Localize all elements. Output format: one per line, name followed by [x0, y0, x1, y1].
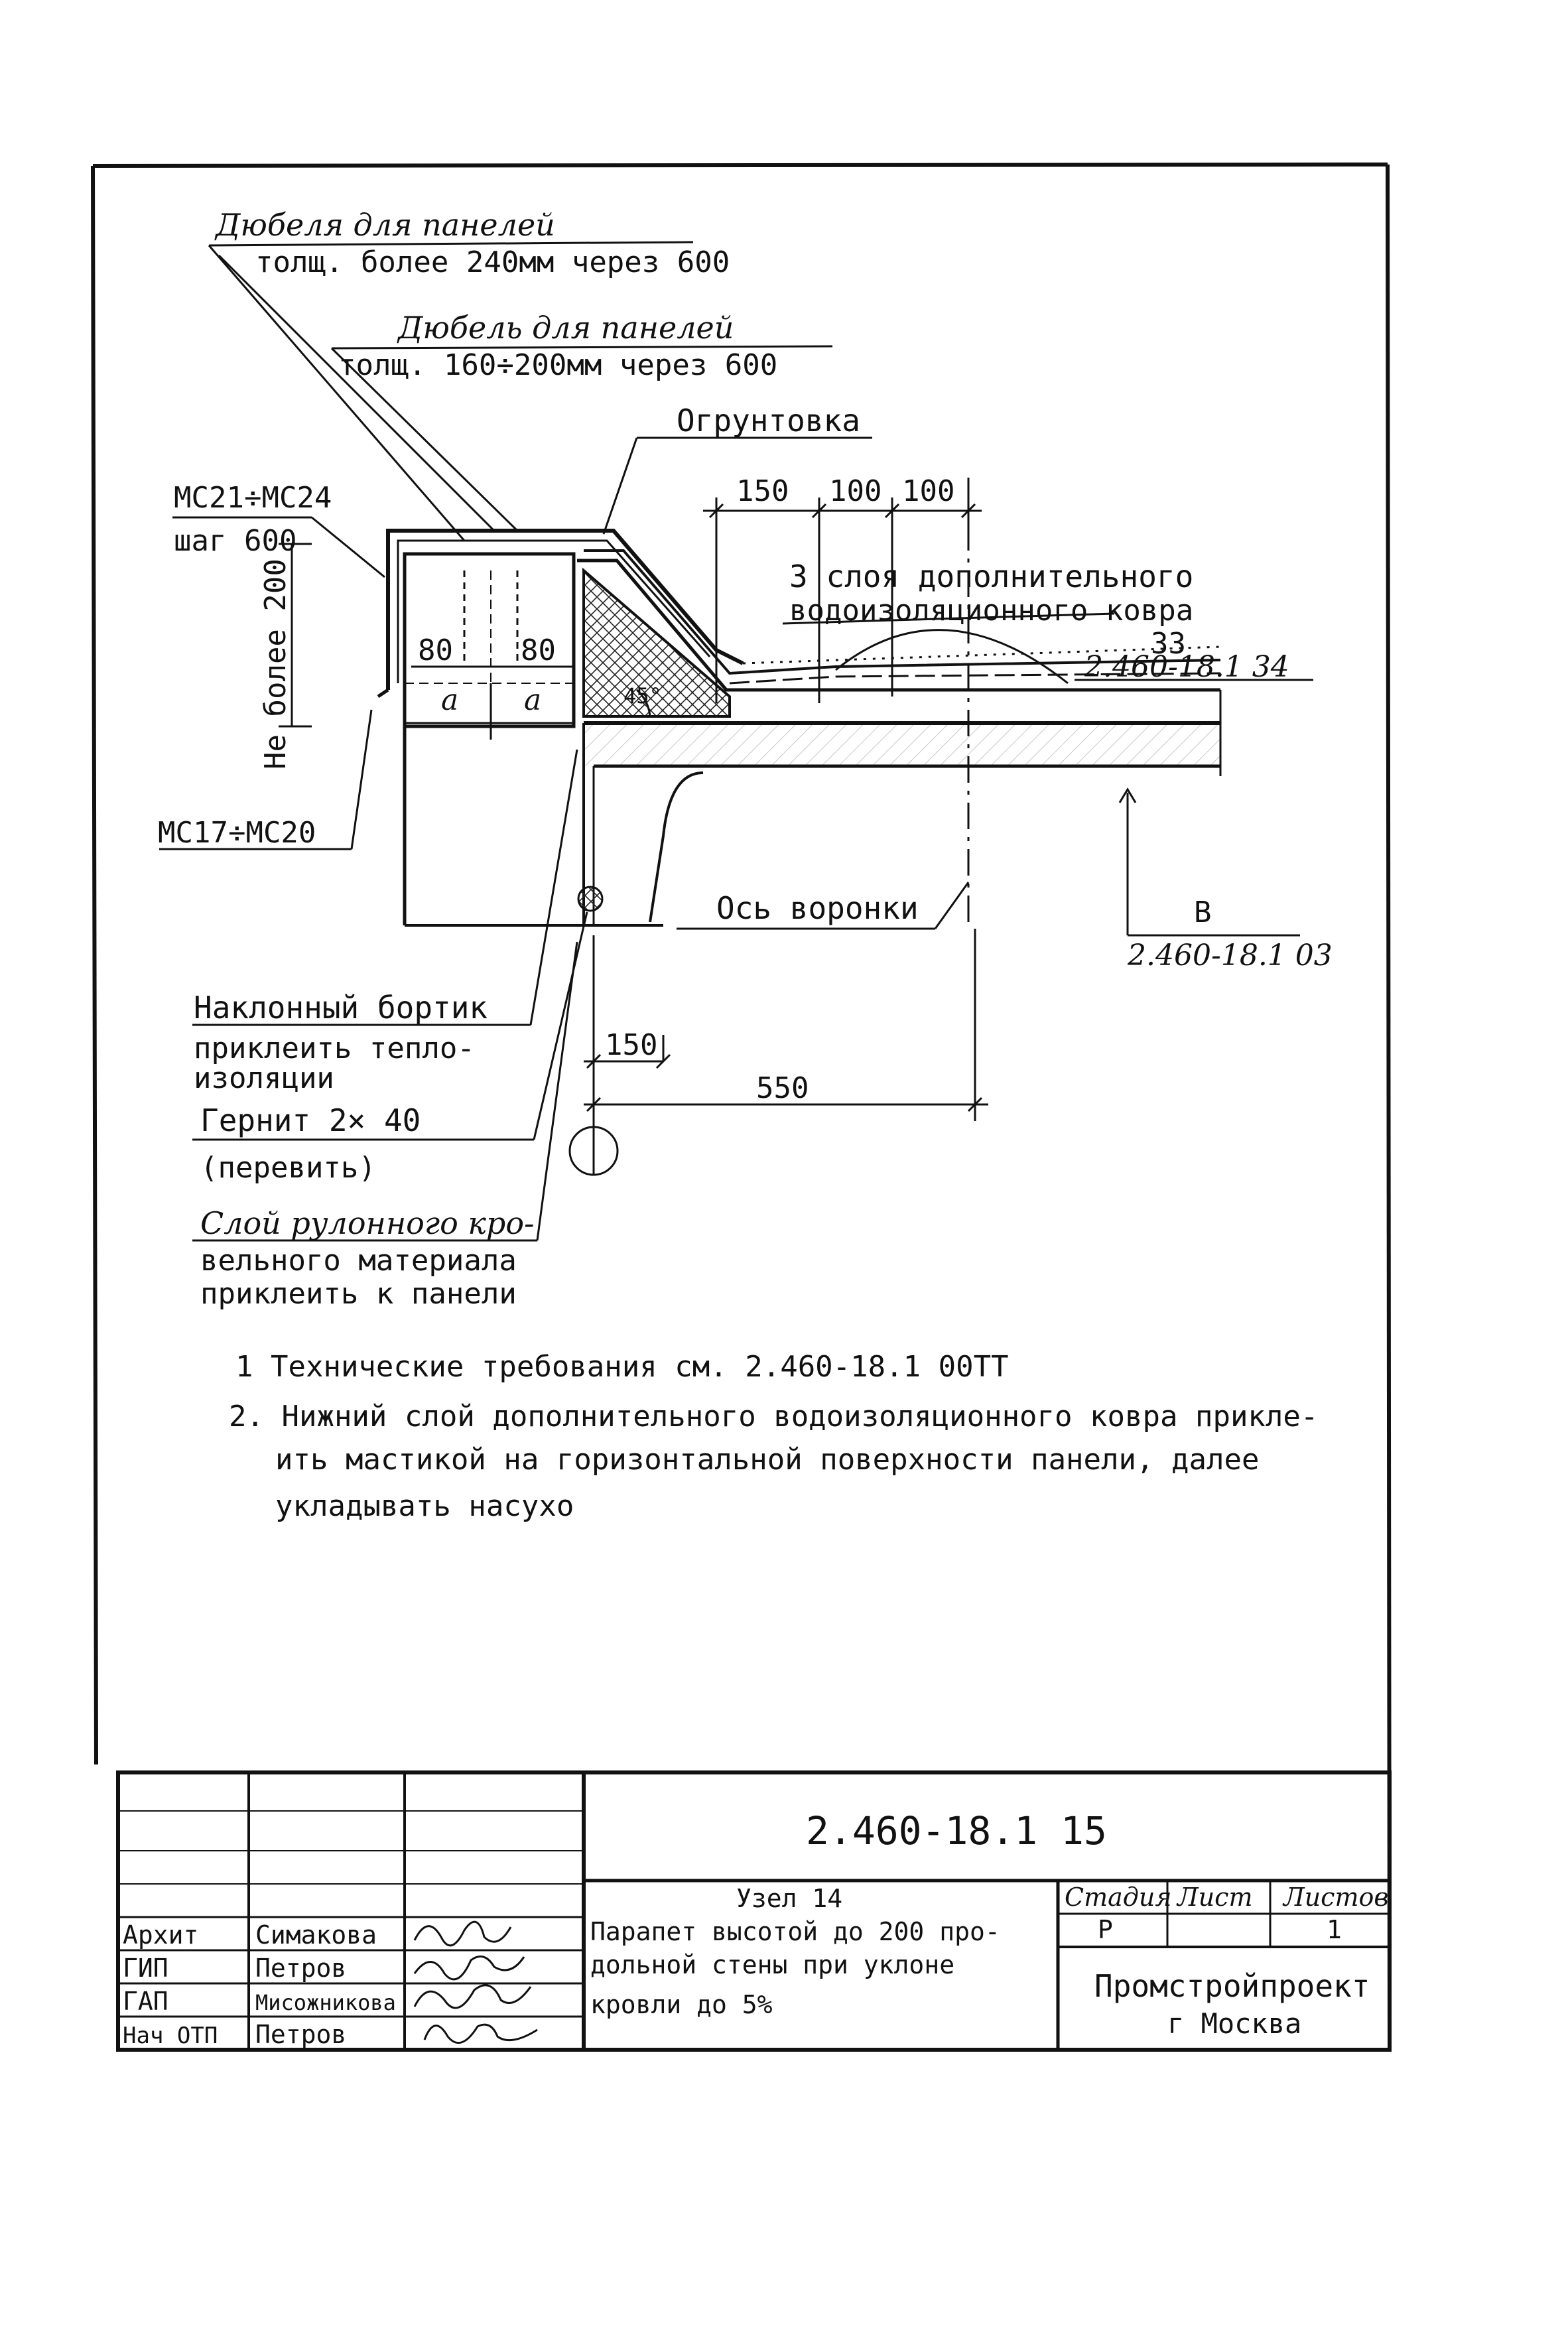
label-fillet-1: Наклонный бортик [194, 990, 488, 1026]
label-dowels-thick: Дюбеля для панелей [214, 207, 555, 243]
label-fillet-3: изоляции [194, 1061, 334, 1095]
doc-code: 2.460-18.1 15 [806, 1808, 1107, 1853]
dimension-values: 150 100 100 80 80 150 550 [418, 474, 954, 1105]
title-block [116, 1770, 1392, 2052]
label-ref-33-sheet: 2.460-18.1 34 [1084, 650, 1289, 684]
note-2-end: укладывать насухо [275, 1489, 574, 1523]
name-chief-engineer: Петров [255, 1954, 346, 1983]
role-chief-engineer: ГИП [123, 1954, 168, 1983]
name-chief-architect: Мисожникова [255, 1990, 396, 2015]
signature-chief-engineer [413, 1955, 525, 1981]
role-architect: Архит [123, 1920, 198, 1950]
label-roll-3: приклеить к панели [200, 1277, 517, 1311]
label-primer: Огрунтовка [677, 403, 860, 438]
label-roll-2: вельного материала [200, 1244, 517, 1278]
dim-100-b: 100 [902, 474, 954, 508]
sheet-frame [91, 163, 1392, 2047]
label-dowel-thin: Дюбель для панелей [397, 310, 734, 346]
label-ref-33: 33 [1151, 627, 1186, 661]
note-2: 2. Нижний слой дополнительного водоизоля… [229, 1400, 1318, 1433]
label-dowels-thick-spec: толщ. более 240мм через 600 [255, 245, 730, 279]
label-step: шаг 600 [174, 524, 296, 558]
note-1: 1 Технические требования см. 2.460-18.1 … [235, 1350, 1009, 1384]
title-block-text: 2.460-18.1 15 Узел 14 Парапет высотой до… [123, 1808, 1389, 2049]
org-name: Промстройпроект [1094, 1968, 1370, 2004]
label-ref-b: В [1194, 896, 1212, 929]
dim-150-top: 150 [736, 474, 789, 508]
sheets-value: 1 [1327, 1915, 1342, 1944]
label-ref-b-sheet: 2.460-18.1 03 [1127, 939, 1333, 972]
label-three-layers-2: водоизоляционного ковра [789, 594, 1193, 628]
stage-header: Стадия [1065, 1883, 1171, 1912]
dim-150-bottom: 150 [605, 1028, 657, 1062]
name-department-head: Петров [255, 2020, 346, 2049]
notes: 1 Технические требования см. 2.460-18.1 … [229, 1350, 1318, 1523]
signature-architect [413, 1920, 512, 1947]
title-line-3: кровли до 5% [590, 1990, 773, 2019]
dimension-lines [279, 498, 988, 1176]
label-gernit-1: Гернит 2× 40 [200, 1102, 421, 1138]
title-line-1: Парапет высотой до 200 про- [590, 1917, 1000, 1946]
label-gernit-2: (перевить) [200, 1151, 376, 1185]
role-chief-architect: ГАП [123, 1987, 168, 2016]
org-city: г Москва [1167, 2007, 1301, 2040]
signature-department-head [423, 2023, 538, 2044]
sheet-header: Лист [1176, 1883, 1253, 1912]
parapet-section [377, 478, 1222, 929]
dim-100-a: 100 [829, 474, 882, 508]
node-label: Узел 14 [736, 1884, 842, 1913]
label-a-1: а [441, 683, 458, 717]
leader-lines [159, 241, 1313, 1242]
dim-550: 550 [756, 1071, 809, 1105]
label-mc-bottom: МС17÷МС20 [158, 816, 316, 850]
drawing-labels: Дюбеля для панелей толщ. более 240мм чер… [158, 207, 1333, 1311]
label-a-2: а [524, 683, 541, 717]
signature-chief-architect [413, 1984, 532, 2009]
label-fillet-2: приклеить тепло- [194, 1031, 475, 1065]
sheets-header: Листов [1282, 1883, 1389, 1912]
label-funnel-axis: Ось воронки [716, 890, 919, 926]
dim-80-a: 80 [418, 633, 453, 667]
stage-value: Р [1098, 1915, 1113, 1944]
title-line-2: дольной стены при уклоне [590, 1950, 954, 1979]
role-department-head: Нач ОТП [123, 2023, 218, 2049]
label-three-layers-1: 3 слоя дополнительного [789, 559, 1193, 594]
label-angle: 45° [623, 683, 662, 708]
signatures [413, 1920, 538, 2044]
label-mc-top: МС21÷МС24 [174, 481, 332, 515]
dim-80-b: 80 [521, 633, 556, 667]
name-architect: Симакова [255, 1920, 377, 1950]
note-2-cont: ить мастикой на горизонтальной поверхнос… [275, 1443, 1259, 1477]
label-dowel-thin-spec: толщ. 160÷200мм через 600 [338, 348, 777, 382]
label-roll-1: Слой рулонного кро- [200, 1205, 535, 1241]
label-height-limit: Не более 200 [259, 559, 293, 769]
